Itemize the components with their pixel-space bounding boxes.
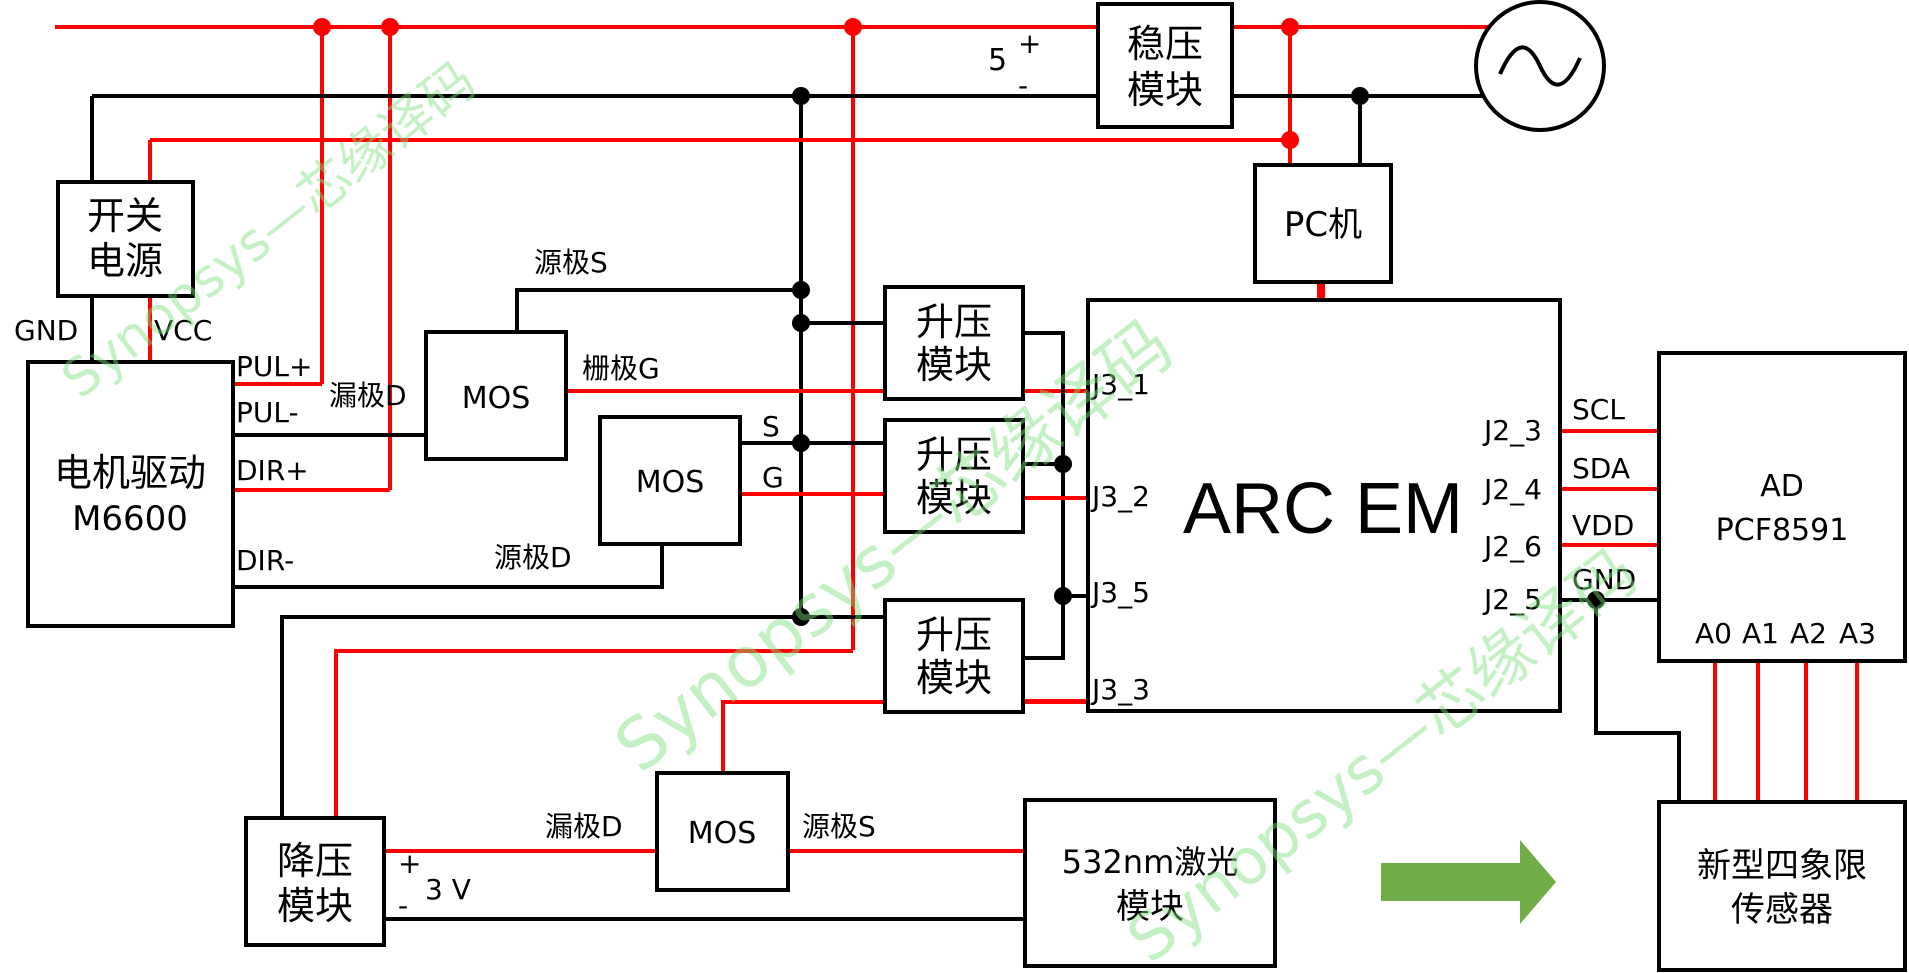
junction-dot — [313, 18, 331, 36]
j2-4-label: J2_4 — [1482, 473, 1542, 506]
regulator-label-1: 稳压 — [1127, 22, 1203, 66]
gnd-ad-label: GND — [1572, 563, 1636, 596]
sensor-label-1: 新型四象限 — [1697, 846, 1867, 886]
gnd-label: GND — [14, 314, 78, 347]
a0-label: A0 — [1695, 617, 1732, 650]
junction-dot — [1281, 131, 1299, 149]
ad-label: AD — [1760, 469, 1804, 504]
junction-dot — [792, 87, 810, 105]
quadrant-sensor: 新型四象限 传感器 — [1657, 800, 1907, 972]
voltage-3v-label: 3 V — [425, 873, 471, 906]
pc-label: PC机 — [1284, 205, 1362, 245]
boost-3-label-2: 模块 — [916, 656, 992, 700]
j3-5-label: J3_5 — [1090, 576, 1150, 609]
scl-label: SCL — [1572, 393, 1625, 426]
plus-bottom-label: + — [398, 847, 421, 880]
buck-module: 降压 模块 — [244, 816, 386, 947]
a1-label: A1 — [1742, 617, 1779, 650]
regulator-label-2: 模块 — [1127, 68, 1203, 112]
boost-module-1: 升压 模块 — [883, 285, 1025, 401]
pin-labels: 5 + - GND VCC PUL+ PUL- DIR+ DIR- 漏极D 源极… — [14, 27, 1876, 922]
j3-3-label: J3_3 — [1090, 673, 1150, 706]
j2-3-label: J2_3 — [1482, 414, 1542, 447]
junction-dot — [1054, 455, 1072, 473]
voltage-5-label: 5 — [988, 43, 1007, 78]
j3-1-label: J3_1 — [1090, 368, 1150, 401]
junction-dot — [1587, 591, 1605, 609]
boost-2-label-2: 模块 — [916, 476, 992, 520]
j2-6-label: J2_6 — [1482, 530, 1542, 563]
vcc-label: VCC — [154, 314, 212, 347]
boost-1-label-2: 模块 — [916, 343, 992, 387]
laser-label-2: 模块 — [1116, 887, 1184, 927]
mos-bottom: MOS — [655, 771, 790, 892]
mos-top-label: MOS — [462, 381, 531, 416]
junction-dot — [1281, 18, 1299, 36]
switch-power-supply: 开关 电源 — [56, 180, 195, 298]
mos-mid: MOS — [598, 415, 742, 546]
source-s-top-label: 源极S — [534, 246, 608, 279]
wires — [55, 25, 1859, 921]
minus-bottom-label: - — [398, 889, 408, 922]
boost-module-2: 升压 模块 — [883, 418, 1025, 534]
junction-dots — [313, 18, 1605, 626]
buck-label-1: 降压 — [277, 839, 353, 883]
laser-module: 532nm激光 模块 — [1023, 798, 1277, 968]
g-label: G — [762, 461, 784, 494]
junction-dot — [792, 314, 810, 332]
junction-dot — [381, 18, 399, 36]
source-s-bottom-label: 源极S — [802, 810, 876, 843]
a3-label: A3 — [1839, 617, 1876, 650]
sda-label: SDA — [1572, 452, 1630, 485]
junction-dot — [792, 608, 810, 626]
drain-d-bottom-label: 漏极D — [545, 810, 623, 843]
sensor-label-2: 传感器 — [1731, 890, 1833, 930]
ac-source-icon — [1474, 0, 1606, 132]
plus-top-label: + — [1018, 27, 1041, 60]
ad-model: PCF8591 — [1716, 513, 1849, 548]
buck-label-2: 模块 — [277, 884, 353, 928]
pul-plus-label: PUL+ — [236, 350, 312, 383]
boost-3-label-1: 升压 — [916, 613, 992, 657]
pc-box: PC机 — [1253, 163, 1393, 284]
regulator-module: 稳压 模块 — [1096, 2, 1234, 129]
motor-driver-label: 电机驱动 — [54, 451, 206, 495]
arc-em-board: ARC EM — [1086, 298, 1562, 713]
motor-driver: 电机驱动 M6600 — [26, 360, 235, 628]
boost-module-3: 升压 模块 — [883, 598, 1025, 714]
a2-label: A2 — [1790, 617, 1827, 650]
boost-1-label-1: 升压 — [916, 300, 992, 344]
junction-dot — [792, 281, 810, 299]
j2-5-label: J2_5 — [1482, 583, 1542, 616]
vdd-label: VDD — [1572, 509, 1634, 542]
arc-em-label: ARC EM — [1183, 469, 1463, 549]
source-d-mid-label: 源极D — [494, 541, 572, 574]
gate-g-top-label: 栅极G — [582, 352, 660, 385]
psu-label-1: 开关 — [87, 194, 163, 238]
dir-minus-label: DIR- — [236, 544, 294, 577]
mos-top: MOS — [424, 330, 568, 461]
motor-driver-model: M6600 — [72, 499, 188, 539]
j3-2-label: J3_2 — [1090, 480, 1150, 513]
mos-bottom-label: MOS — [688, 816, 757, 851]
minus-top-label: - — [1018, 69, 1028, 102]
pul-minus-label: PUL- — [236, 396, 299, 429]
dir-plus-label: DIR+ — [236, 454, 309, 487]
mos-mid-label: MOS — [636, 465, 705, 500]
junction-dot — [844, 18, 862, 36]
ad-converter: AD PCF8591 — [1657, 351, 1907, 663]
laser-label-1: 532nm激光 — [1062, 843, 1239, 881]
junction-dot — [1351, 87, 1369, 105]
s-label: S — [762, 410, 780, 443]
psu-label-2: 电源 — [87, 239, 163, 283]
junction-dot — [1054, 587, 1072, 605]
boost-2-label-1: 升压 — [916, 433, 992, 477]
junction-dot — [792, 434, 810, 452]
drain-d-top-label: 漏极D — [329, 379, 407, 412]
right-arrow-icon — [1381, 840, 1556, 924]
